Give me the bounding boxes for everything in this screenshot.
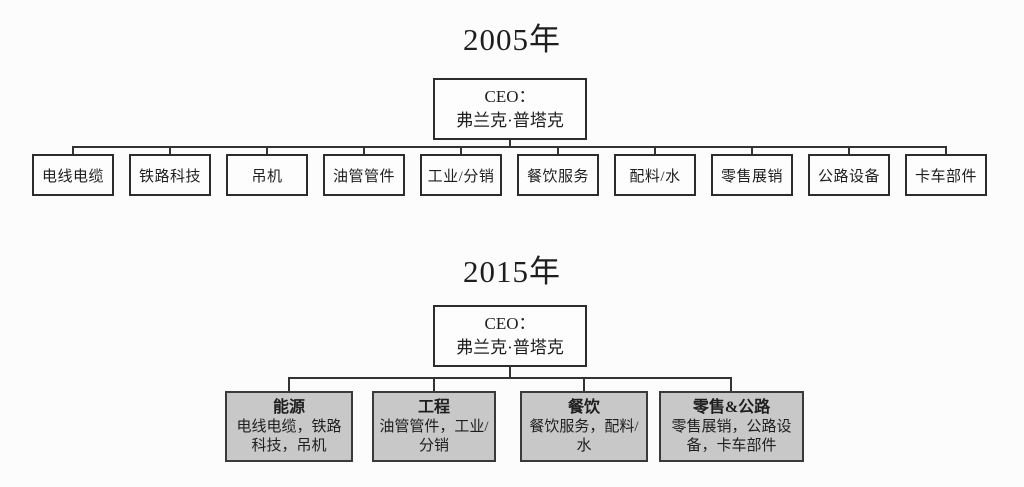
ceo-name-2015: 弗兰克·普塔克: [456, 338, 564, 357]
group-box-energy: 能源 电线电缆，铁路科技，吊机: [225, 391, 353, 462]
division-box-wire-cable: 电线电缆: [32, 154, 114, 196]
group-box-engineering: 工程 油管管件，工业/分销: [372, 391, 496, 462]
connector-drop-2005-7: [654, 146, 656, 156]
chart-title-2005: 2005年: [463, 22, 561, 57]
chart-title-2015: 2015年: [463, 254, 561, 289]
group-members-food: 餐饮服务，配料/水: [529, 418, 639, 454]
ceo-box-2005: CEO： 弗兰克·普塔克: [433, 78, 587, 140]
connector-stem-2015: [509, 366, 511, 379]
division-box-industrial-dist: 工业/分销: [420, 154, 502, 196]
division-box-ingredients-water: 配料/水: [614, 154, 696, 196]
group-box-retail-road: 零售&公路 零售展销，公路设备，卡车部件: [659, 391, 804, 462]
connector-rail-2015: [288, 377, 732, 379]
division-box-food-service: 餐饮服务: [517, 154, 599, 196]
division-box-rail-tech: 铁路科技: [129, 154, 211, 196]
connector-drop-2015-2: [433, 377, 435, 393]
connector-drop-2005-3: [266, 146, 268, 156]
division-box-crane: 吊机: [226, 154, 308, 196]
division-box-road-equipment: 公路设备: [808, 154, 890, 196]
connector-drop-2015-1: [288, 377, 290, 393]
ceo-name-2005: 弗兰克·普塔克: [456, 111, 564, 130]
connector-drop-2005-6: [557, 146, 559, 156]
connector-drop-2005-9: [848, 146, 850, 156]
division-box-truck-parts: 卡车部件: [905, 154, 987, 196]
group-members-energy: 电线电缆，铁路科技，吊机: [236, 418, 342, 454]
group-box-food: 餐饮 餐饮服务，配料/水: [520, 391, 648, 462]
connector-drop-2015-3: [583, 377, 585, 393]
connector-drop-2005-5: [460, 146, 462, 156]
ceo-label-2015: CEO：: [484, 314, 536, 334]
connector-drop-2005-4: [363, 146, 365, 156]
connector-drop-2005-10: [945, 146, 947, 156]
connector-stem-2005: [509, 139, 511, 148]
connector-drop-2015-4: [730, 377, 732, 393]
group-members-retail-road: 零售展销，公路设备，卡车部件: [671, 418, 792, 454]
division-box-pipe-fittings: 油管管件: [323, 154, 405, 196]
group-name-retail-road: 零售&公路: [692, 398, 771, 416]
group-name-engineering: 工程: [417, 398, 450, 416]
ceo-box-2015: CEO： 弗兰克·普塔克: [433, 305, 587, 367]
connector-rail-2005: [72, 146, 947, 148]
connector-drop-2005-8: [751, 146, 753, 156]
connector-drop-2005-2: [169, 146, 171, 156]
connector-drop-2005-1: [72, 146, 74, 156]
group-name-food: 餐饮: [567, 398, 600, 416]
division-box-retail-display: 零售展销: [711, 154, 793, 196]
group-name-energy: 能源: [272, 398, 305, 416]
ceo-label-2005: CEO：: [484, 87, 536, 107]
group-members-engineering: 油管管件，工业/分销: [379, 418, 489, 454]
